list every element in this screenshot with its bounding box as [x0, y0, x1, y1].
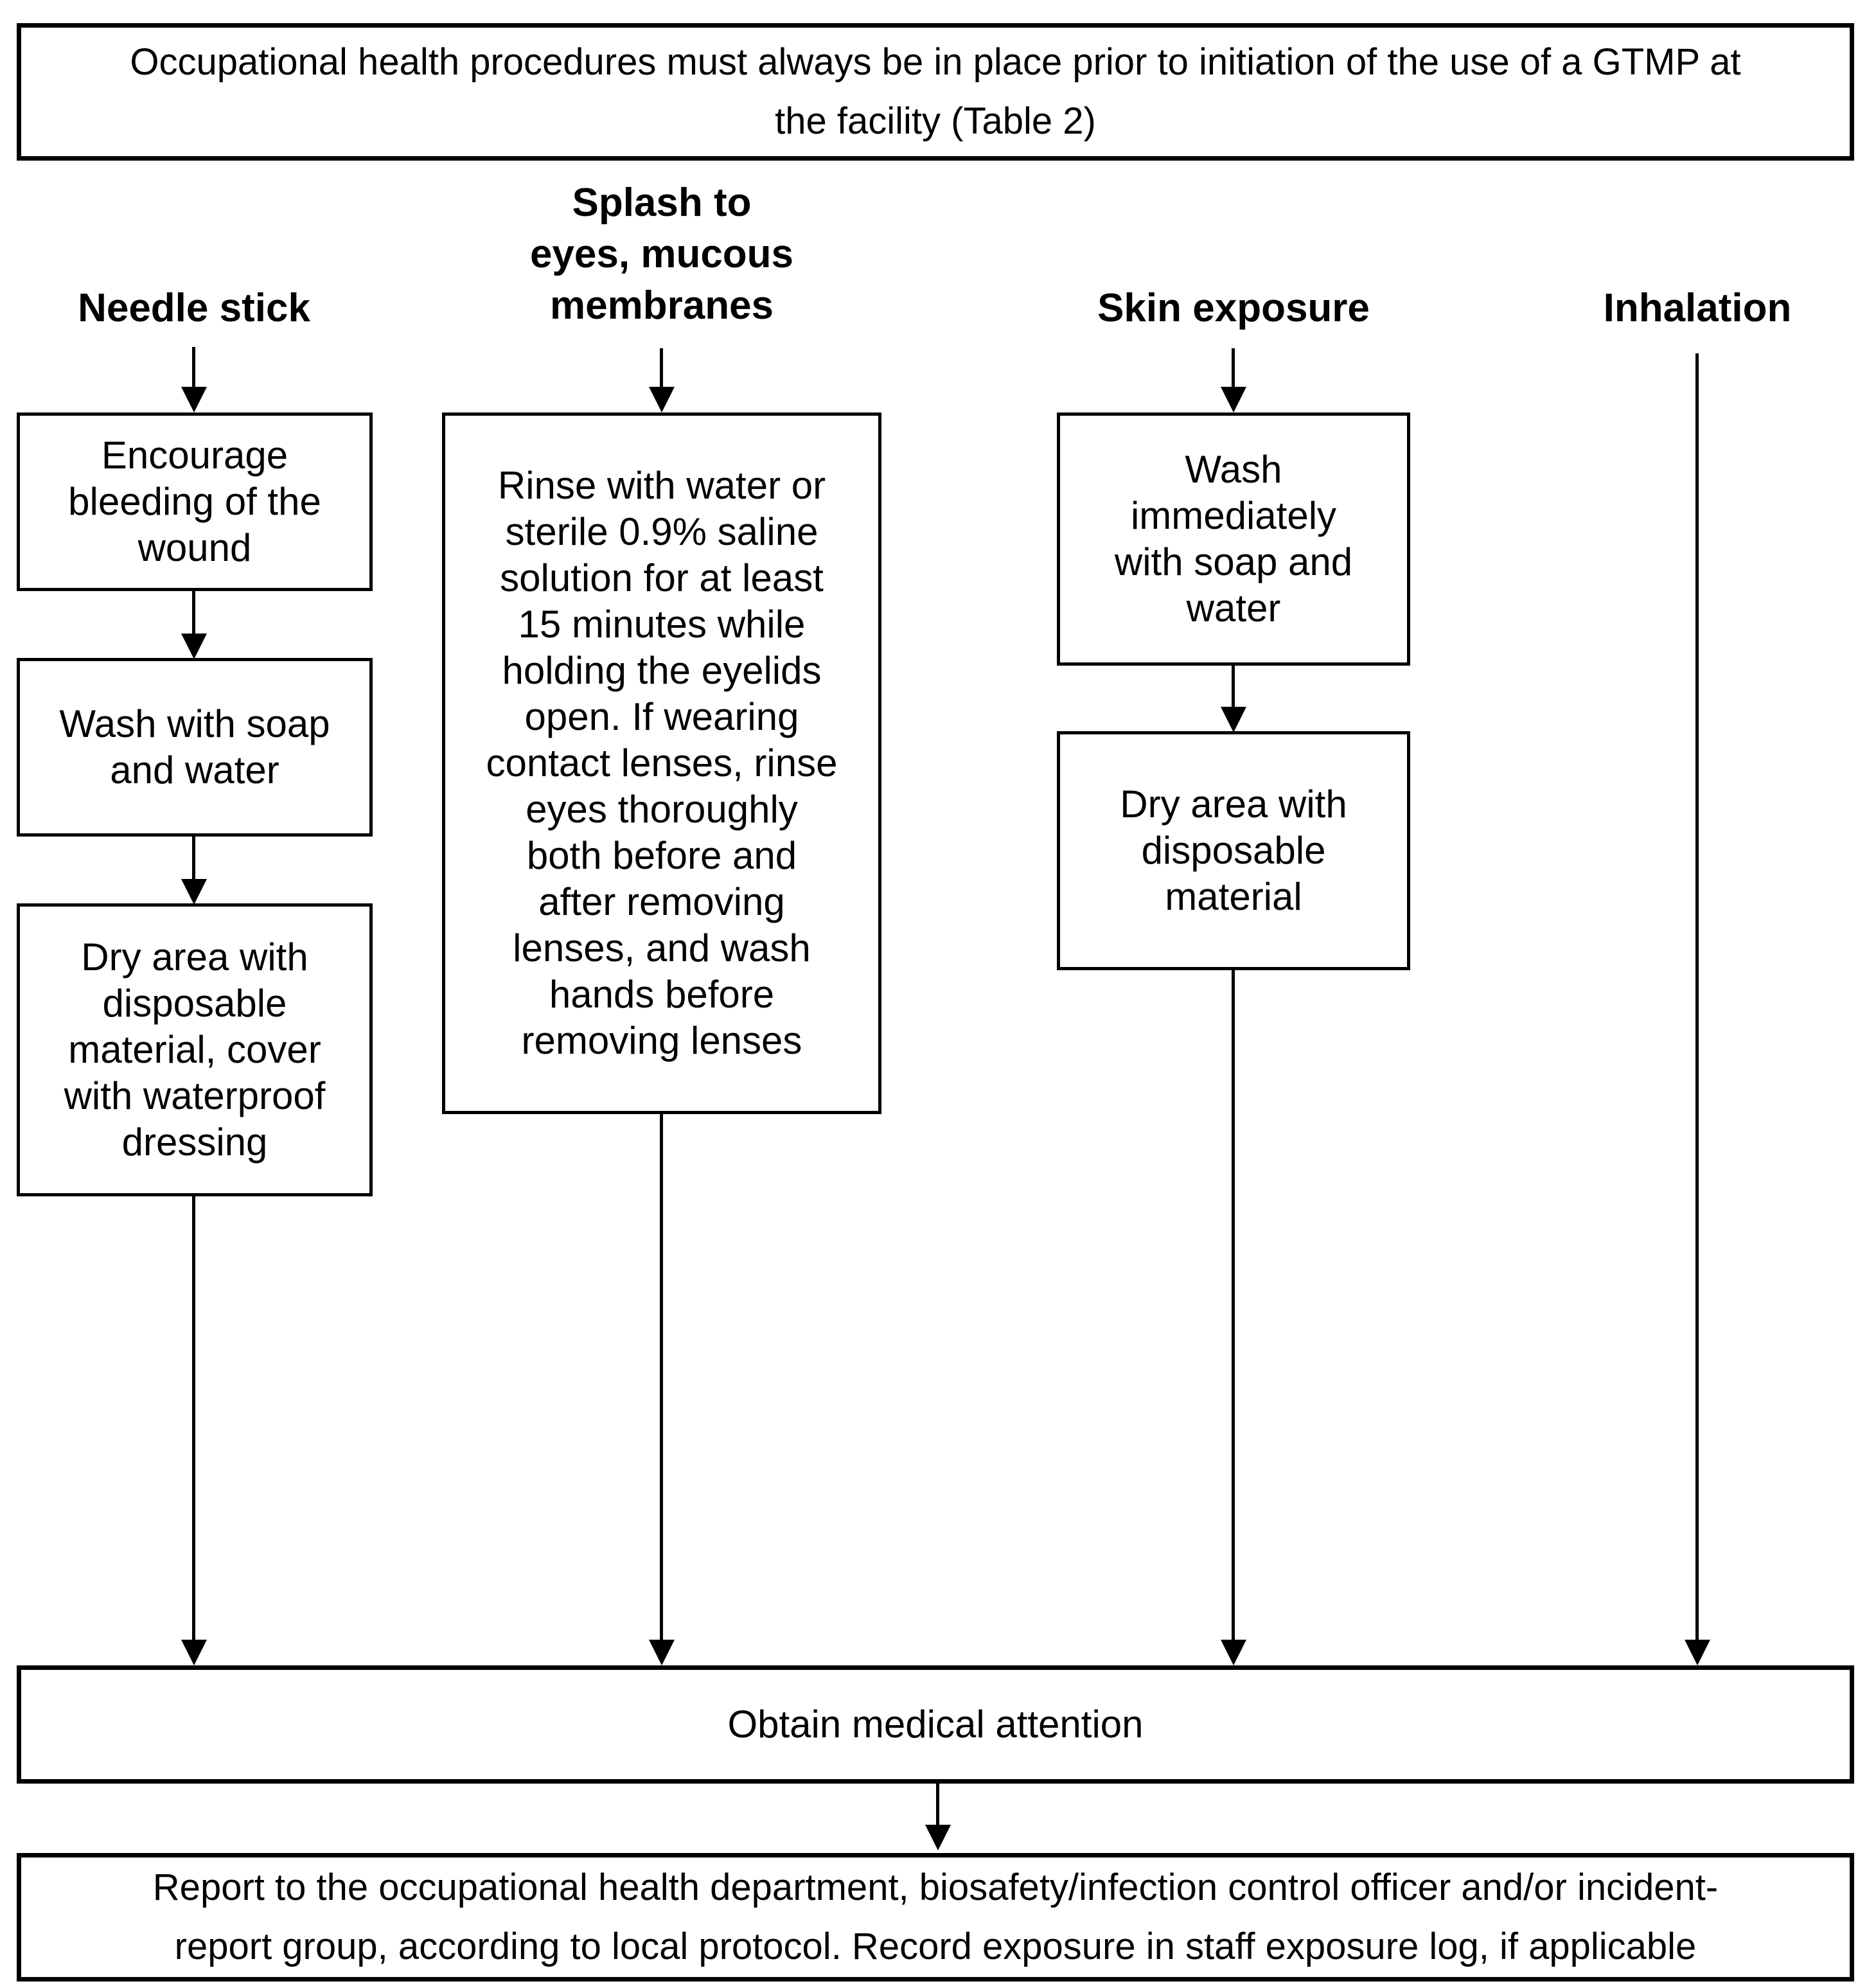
arrow-down-icon [181, 387, 207, 412]
arrow-down-icon [1221, 1640, 1246, 1665]
box-report-occupational-health: Report to the occupational health depart… [17, 1853, 1854, 1982]
box-text: Rinse with water or sterile 0.9% saline … [486, 464, 838, 1062]
connector-needle-2 [192, 837, 195, 879]
box-text: Obtain medical attention [727, 1703, 1144, 1746]
box-dry-cover-dressing: Dry area with disposable material, cover… [17, 903, 373, 1196]
connector-needle-header [192, 347, 195, 387]
connector-needle-1 [192, 591, 195, 634]
connector-splash-long [660, 1114, 663, 1640]
connector-skin-header [1232, 348, 1235, 387]
box-text: Report to the occupational health depart… [152, 1866, 1719, 1967]
connector-needle-long [192, 1196, 195, 1640]
box-wash-immediately: Wash immediately with soap and water [1057, 412, 1410, 666]
box-text: Dry area with disposable material, cover… [64, 935, 326, 1164]
column-header-needle-stick: Needle stick [78, 286, 310, 330]
box-wash-soap-water: Wash with soap and water [17, 658, 373, 837]
arrow-down-icon [1221, 387, 1246, 412]
title-text: Occupational health procedures must alwa… [130, 41, 1741, 142]
column-header-splash: Splash to eyes, mucous membranes [529, 181, 794, 328]
title-box: Occupational health procedures must alwa… [17, 23, 1854, 161]
box-text: Wash with soap and water [59, 702, 330, 792]
arrow-down-icon [181, 634, 207, 659]
arrow-down-icon [181, 1640, 207, 1665]
arrow-down-icon [1221, 707, 1246, 732]
column-header-inhalation: Inhalation [1603, 286, 1792, 330]
box-text: Encourage bleeding of the wound [68, 434, 321, 569]
box-text: Wash immediately with soap and water [1114, 448, 1353, 630]
column-header-skin-exposure: Skin exposure [1097, 286, 1370, 330]
arrow-down-icon [649, 387, 675, 412]
arrow-down-icon [181, 879, 207, 905]
connector-splash-header [660, 348, 663, 387]
arrow-down-icon [1685, 1640, 1710, 1665]
connector-skin-long [1232, 970, 1235, 1640]
arrow-down-icon [925, 1825, 951, 1850]
box-text: Dry area with disposable material [1120, 783, 1347, 918]
box-rinse-eyes: Rinse with water or sterile 0.9% saline … [442, 412, 881, 1114]
arrow-down-icon [649, 1640, 675, 1665]
box-encourage-bleeding: Encourage bleeding of the wound [17, 412, 373, 591]
connector-inhalation-long [1695, 353, 1699, 1640]
connector-skin-1 [1232, 666, 1235, 707]
box-dry-disposable: Dry area with disposable material [1057, 731, 1410, 970]
connector-obtain-report [936, 1784, 939, 1825]
box-obtain-medical-attention: Obtain medical attention [17, 1665, 1854, 1784]
